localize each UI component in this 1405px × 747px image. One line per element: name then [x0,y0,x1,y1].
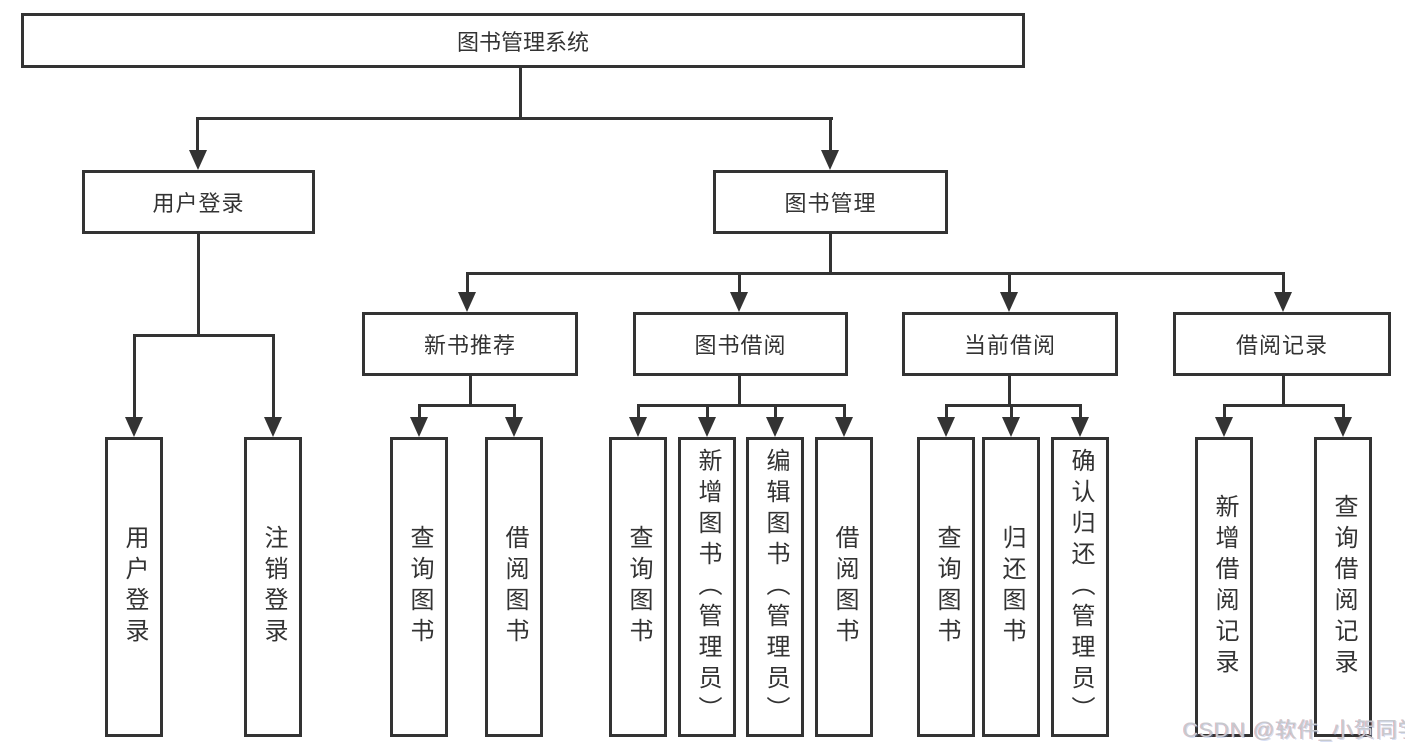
connector-level1-horizontal [196,117,833,120]
leaf-borrow-books-recommend: 借阅图书 [485,437,543,737]
arrow-down-icon [1215,417,1233,437]
connector-to-current-borrowing [1008,272,1011,294]
connector-to-leaf [1010,404,1013,419]
connector-root-down [519,68,522,119]
connector-to-leaf [418,404,421,419]
arrow-down-icon [125,417,143,437]
leaf-borrow-books-label: 借阅图书 [501,525,528,649]
leaf-return-book-label: 归还图书 [998,525,1025,649]
leaf-query-books-label: 查询图书 [933,525,960,649]
leaf-user-login-label: 用户登录 [121,525,148,649]
arrow-down-icon [1071,417,1089,437]
connector-borrowing-records-down [1282,376,1285,406]
watermark: CSDN @软件_小贺同学 [1183,719,1405,742]
connector-to-user-login [196,117,199,153]
arrow-down-icon [1334,417,1352,437]
leaf-return-book: 归还图书 [982,437,1040,737]
leaf-query-books-current: 查询图书 [917,437,975,737]
leaf-add-borrow-record-label: 新增借阅记录 [1211,494,1238,680]
connector-current-borrowing-down [1008,376,1011,406]
connector-current-borrowing-horizontal [945,404,1082,407]
node-new-book-recommendation: 新书推荐 [362,312,578,376]
node-root-label: 图书管理系统 [456,29,589,55]
connector-to-leaf [513,404,516,419]
node-current-borrowing: 当前借阅 [902,312,1118,376]
leaf-logout-label: 注销登录 [260,525,287,649]
connector-to-leaf [706,404,709,419]
connector-to-leaf [1223,404,1226,419]
arrow-down-icon [821,150,839,170]
connector-book-borrowing-down [738,376,741,406]
node-book-borrowing: 图书借阅 [633,312,848,376]
arrow-down-icon [458,292,476,312]
connector-user-login-horizontal [133,334,275,337]
arrow-down-icon [410,417,428,437]
node-root: 图书管理系统 [21,13,1025,68]
arrow-down-icon [264,417,282,437]
node-book-management-label: 图书管理 [784,191,877,216]
arrow-down-icon [698,417,716,437]
connector-to-leaf [637,404,640,419]
node-current-borrowing-label: 当前借阅 [963,333,1056,358]
connector-new-book-down [469,376,472,406]
connector-borrowing-records-horizontal [1223,404,1345,407]
leaf-borrow-books-label: 借阅图书 [831,525,858,649]
leaf-borrow-books: 借阅图书 [815,437,873,737]
leaf-query-books-borrowing: 查询图书 [609,437,667,737]
connector-to-book-borrowing [738,272,741,294]
connector-to-book-management [829,117,832,153]
connector-to-leaf [945,404,948,419]
connector-to-leaf [774,404,777,419]
node-book-borrowing-label: 图书借阅 [694,333,787,358]
leaf-user-login: 用户登录 [105,437,163,737]
arrow-down-icon [766,417,784,437]
leaf-logout: 注销登录 [244,437,302,737]
arrow-down-icon [505,417,523,437]
leaf-confirm-return-admin: 确认归还（管理员） [1051,437,1109,737]
connector-user-login-down [197,234,200,336]
arrow-down-icon [1000,292,1018,312]
arrow-down-icon [730,292,748,312]
connector-to-new-book [466,272,469,294]
arrow-down-icon [189,150,207,170]
leaf-add-borrow-record: 新增借阅记录 [1195,437,1253,737]
arrow-down-icon [937,417,955,437]
leaf-query-books-recommend: 查询图书 [390,437,448,737]
leaf-add-book-admin: 新增图书（管理员） [678,437,736,737]
leaf-edit-book-admin-label: 编辑图书（管理员） [762,447,789,727]
connector-to-leaf [1342,404,1345,419]
node-user-login-label: 用户登录 [152,191,245,216]
node-new-book-recommendation-label: 新书推荐 [423,333,516,358]
connector-level3-horizontal [466,272,1285,275]
leaf-edit-book-admin: 编辑图书（管理员） [746,437,804,737]
leaf-add-book-admin-label: 新增图书（管理员） [694,447,721,727]
connector-to-leaf-logout [272,334,275,419]
leaf-confirm-return-admin-label: 确认归还（管理员） [1067,447,1094,727]
leaf-query-borrow-record: 查询借阅记录 [1314,437,1372,737]
arrow-down-icon [1002,417,1020,437]
arrow-down-icon [629,417,647,437]
arrow-down-icon [1274,292,1292,312]
connector-to-leaf [1079,404,1082,419]
node-user-login: 用户登录 [82,170,315,234]
leaf-query-borrow-record-label: 查询借阅记录 [1330,494,1357,680]
leaf-query-books-label: 查询图书 [406,525,433,649]
connector-book-management-down [829,234,832,275]
leaf-query-books-label: 查询图书 [625,525,652,649]
node-borrowing-records-label: 借阅记录 [1235,333,1328,358]
node-borrowing-records: 借阅记录 [1173,312,1391,376]
node-book-management: 图书管理 [713,170,948,234]
connector-to-leaf-user-login [133,334,136,419]
connector-new-book-horizontal [418,404,516,407]
connector-to-borrowing-records [1282,272,1285,294]
connector-book-borrowing-horizontal [637,404,846,407]
connector-to-leaf [843,404,846,419]
arrow-down-icon [835,417,853,437]
